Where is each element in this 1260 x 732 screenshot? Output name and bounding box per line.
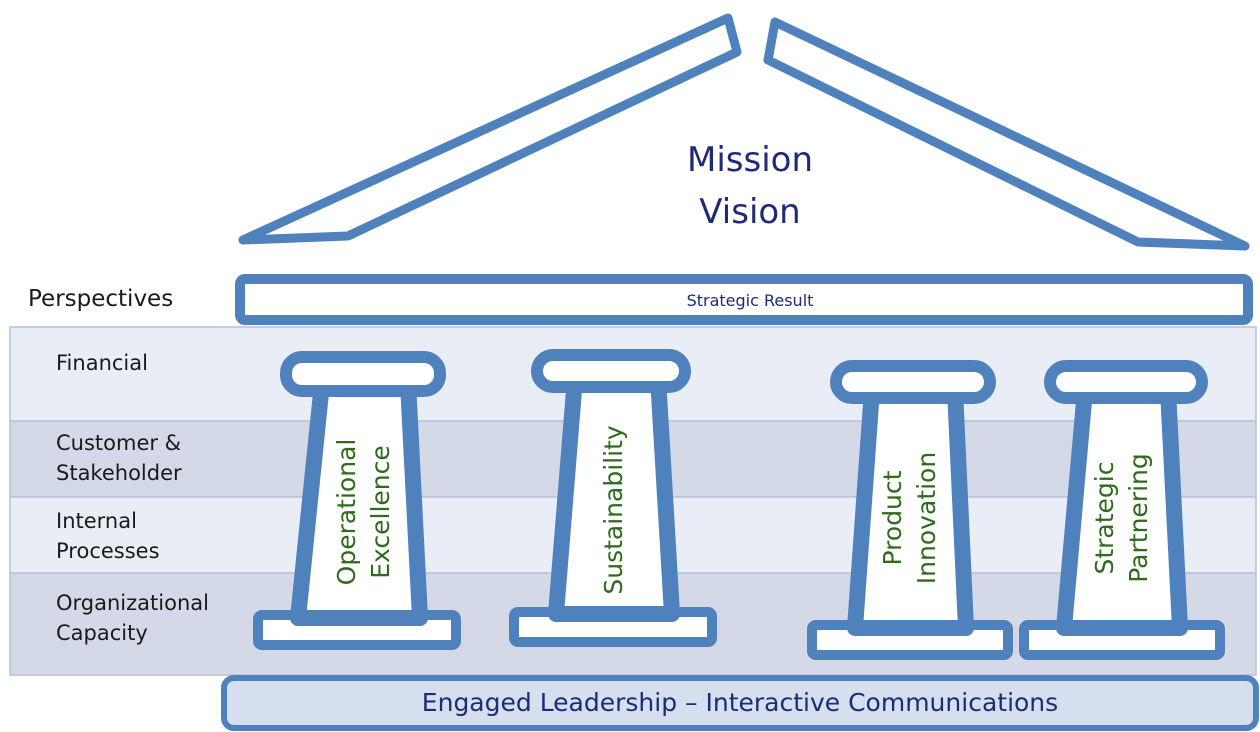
roof-left-slope xyxy=(238,13,742,245)
pillar-capital xyxy=(830,360,996,404)
pillar-label-sustainability: Sustainability xyxy=(579,350,649,670)
pillar-label-line: Strategic xyxy=(1090,461,1119,575)
beam-label: Strategic Result xyxy=(686,291,814,310)
row-label-financial: Financial xyxy=(56,351,148,375)
pillar-label-line: Innovation xyxy=(912,451,941,585)
foundation-bar xyxy=(221,675,1259,731)
row-label-organizational: Organizational Capacity xyxy=(56,591,209,645)
pillar-capital xyxy=(1044,360,1208,404)
pillar-label-line: Operational xyxy=(332,438,361,586)
row-label-customer: Customer & Stakeholder xyxy=(56,431,182,485)
pillar-label-operational-excellence: Operational Excellence xyxy=(329,352,399,672)
pillar-product-innovation xyxy=(807,360,1013,660)
roof-title-vision: Vision xyxy=(699,192,801,232)
pillars xyxy=(253,349,1225,660)
pillar-label-line: Partnering xyxy=(1124,453,1153,583)
pillar-operational-excellence xyxy=(253,351,461,650)
foundation-label: Engaged Leadership – Interactive Communi… xyxy=(421,688,1059,717)
strategic-result-beam xyxy=(235,274,1253,325)
roof-right-slope xyxy=(763,17,1250,251)
roof xyxy=(238,13,1250,251)
pillar-label-product-innovation: Product Innovation xyxy=(875,358,945,678)
pillar-sustainability xyxy=(509,349,717,647)
pillar-label-strategic-partnering: Strategic Partnering xyxy=(1087,358,1157,678)
roof-title-mission: Mission xyxy=(686,140,813,180)
perspectives-heading: Perspectives xyxy=(28,286,174,312)
pillar-capital xyxy=(280,351,446,397)
pillar-strategic-partnering xyxy=(1019,360,1225,660)
row-label-internal: Internal Processes xyxy=(56,509,160,563)
pillar-label-line: Excellence xyxy=(366,445,395,579)
pillar-label-line: Product xyxy=(878,470,907,566)
pillar-capital xyxy=(531,349,691,393)
pillar-label-line: Sustainability xyxy=(599,425,628,595)
